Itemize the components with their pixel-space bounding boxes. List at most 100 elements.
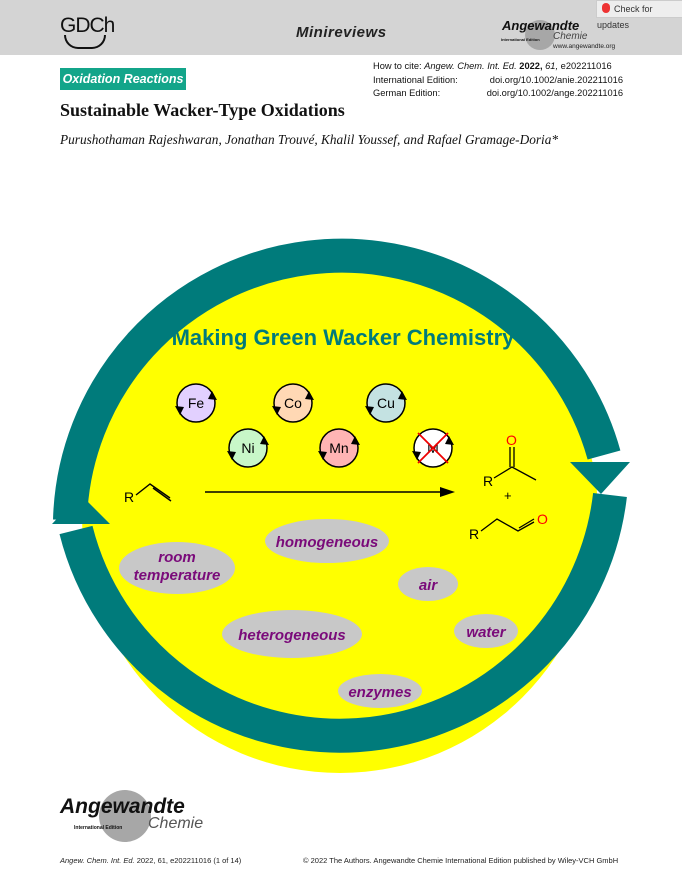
cycle-arrow-icon	[365, 406, 374, 415]
gdch-logo: GDCh	[60, 14, 115, 37]
cross-out-line	[417, 432, 449, 464]
metal-m: M	[412, 428, 454, 468]
condition-bubble: air	[398, 567, 458, 601]
metal-cu: Cu	[365, 383, 407, 423]
ring-arc-top	[53, 238, 621, 521]
metal-label: Co	[284, 395, 302, 411]
metal-circle	[228, 428, 268, 468]
ketone-oxygen: O	[506, 432, 517, 448]
journal-logo-main: Angewandte	[502, 18, 580, 33]
intl-label: International Edition:	[373, 74, 458, 85]
bubble-shape	[454, 614, 518, 648]
aldehyde-structure	[480, 518, 535, 532]
cycle-arrow-icon	[175, 406, 184, 415]
metal-circle	[319, 428, 359, 468]
footer-journal: Angew. Chem. Int. Ed.	[60, 856, 135, 865]
cite-year: 2022,	[519, 61, 543, 71]
metal-circle	[176, 383, 216, 423]
condition-label: water	[466, 624, 506, 641]
bubble-shape	[338, 674, 422, 708]
category-badge: Oxidation Reactions	[60, 68, 186, 90]
metal-label: Mn	[329, 440, 348, 456]
alkene-structure	[135, 483, 172, 502]
cite-volume: 61,	[545, 61, 559, 71]
cycle-arrow-icon	[398, 391, 407, 400]
metal-fe: Fe	[175, 383, 217, 423]
intl-edition-row: International Edition: doi.org/10.1002/an…	[373, 74, 623, 88]
cycle-arrow-icon	[260, 436, 269, 445]
metal-circle	[366, 383, 406, 423]
ketone-structure	[493, 447, 537, 481]
condition-bubble: water	[454, 614, 518, 648]
intl-doi-link[interactable]: doi.org/10.1002/anie.202211016	[489, 74, 623, 85]
bubble-shape	[222, 610, 362, 658]
cycle-arrow-icon	[272, 406, 281, 415]
reaction-arrowhead	[440, 487, 455, 497]
condition-bubble: heterogeneous	[222, 610, 362, 658]
condition-label: temperature	[134, 567, 221, 584]
condition-bubble: homogeneous	[265, 519, 389, 563]
metal-label: Ni	[241, 440, 254, 456]
cycle-arrow-icon	[227, 451, 236, 460]
how-to-cite: How to cite: Angew. Chem. Int. Ed. 2022,…	[373, 60, 623, 74]
ring-arrowhead-up	[52, 494, 110, 524]
condition-label: air	[419, 577, 439, 594]
metal-mn: Mn	[318, 428, 360, 468]
german-label: German Edition:	[373, 88, 441, 98]
page-header	[0, 0, 682, 55]
cycle-arrow-icon	[445, 436, 454, 445]
journal-logo-sub: Chemie	[553, 31, 588, 42]
ketone-r: R	[483, 473, 493, 489]
metal-co: Co	[272, 383, 314, 423]
metal-label: Cu	[377, 395, 395, 411]
footer-copyright: © 2022 The Authors. Angewandte Chemie In…	[303, 856, 619, 865]
article-title: Sustainable Wacker-Type Oxidations	[60, 100, 345, 120]
german-edition-row: German Edition: doi.org/10.1002/ange.2022…	[373, 87, 623, 101]
metal-ni: Ni	[227, 428, 269, 468]
cycle-arrow-icon	[351, 436, 360, 445]
check-updates-label: Check for updates	[597, 4, 653, 30]
aldehyde-r: R	[469, 526, 479, 542]
bubble-shape	[265, 519, 389, 563]
cycle-arrow-icon	[412, 451, 421, 460]
footer-logo-circle	[99, 790, 151, 842]
cycle-arrow-icon	[318, 451, 327, 460]
german-doi-link[interactable]: doi.org/10.1002/ange.202211016	[486, 88, 623, 98]
footer-logo-main: Angewandte	[60, 795, 185, 818]
bubble-shape	[398, 567, 458, 601]
figure-title: Making Green Wacker Chemistry	[172, 325, 516, 350]
cycle-arrow-icon	[208, 391, 217, 400]
cite-label: How to cite:	[373, 61, 422, 71]
journal-website[interactable]: www.angewandte.org	[553, 43, 616, 50]
condition-label: heterogeneous	[238, 627, 346, 644]
plus-sign: +	[504, 488, 512, 503]
journal-logo-circle	[525, 20, 555, 50]
cite-id: e202211016	[560, 61, 612, 71]
bookmark-icon	[602, 3, 610, 13]
journal-logo-edition: International Edition	[501, 37, 540, 42]
section-label: Minireviews	[296, 24, 387, 41]
metal-label: Fe	[188, 395, 205, 411]
check-for-updates-button[interactable]: Check for updates	[596, 0, 682, 30]
condition-label: homogeneous	[276, 534, 379, 551]
aldehyde-oxygen: O	[537, 511, 548, 527]
footer-logo-sub: Chemie	[148, 815, 204, 832]
footer-logo-edition: International Edition	[74, 825, 123, 831]
condition-label: enzymes	[348, 684, 411, 701]
metal-circle	[273, 383, 313, 423]
footer-citation-rest: 2022, 61, e202211016 (1 of 14)	[136, 856, 242, 865]
cite-journal: Angew. Chem. Int. Ed.	[424, 61, 517, 71]
cycle-arrow-icon	[305, 391, 314, 400]
ring-arrowhead-down	[570, 462, 630, 494]
condition-label: room	[158, 549, 196, 566]
substrate-r: R	[124, 489, 134, 505]
citation-block: How to cite: Angew. Chem. Int. Ed. 2022,…	[373, 60, 623, 101]
footer-citation: Angew. Chem. Int. Ed. 2022, 61, e2022110…	[60, 856, 241, 865]
bubble-shape	[119, 542, 235, 594]
condition-bubble: enzymes	[338, 674, 422, 708]
ring-arc-bottom	[59, 493, 627, 753]
